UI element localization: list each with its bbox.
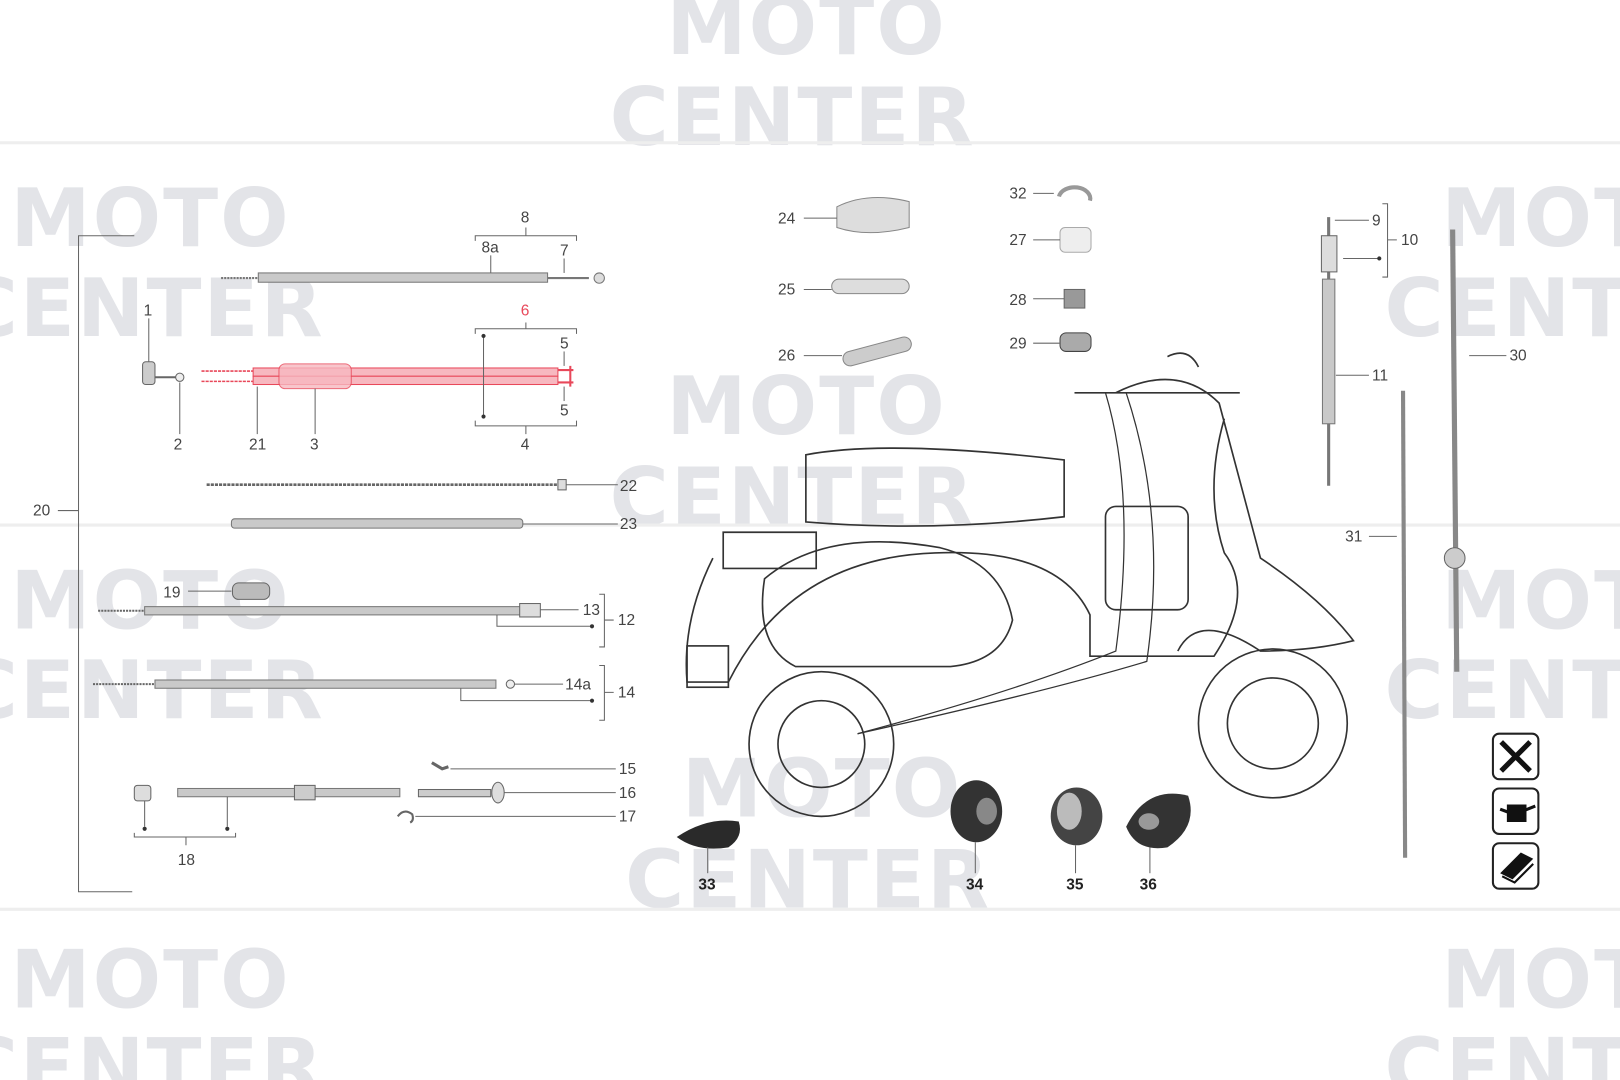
watermark-center: CENTER <box>0 1021 325 1080</box>
part-17-clip[interactable]: 17 <box>396 809 636 826</box>
part-label-34[interactable]: 34 <box>966 877 984 894</box>
part-label-25[interactable]: 25 <box>778 282 795 299</box>
manual-book-icon <box>1500 852 1534 884</box>
part-label-22[interactable]: 22 <box>620 478 637 495</box>
part-label-15[interactable]: 15 <box>619 761 636 778</box>
oil-can-icon <box>1499 804 1536 823</box>
watermark-center: CENTER <box>610 71 976 165</box>
part-10-speedometer-drive[interactable]: 9 10 11 <box>1320 203 1418 486</box>
part-label-13[interactable]: 13 <box>583 602 600 619</box>
watermark-moto: MOTO <box>10 172 290 266</box>
part-label-19[interactable]: 19 <box>163 584 180 601</box>
part-label-30[interactable]: 30 <box>1509 348 1526 365</box>
part-label-11[interactable]: 11 <box>1372 367 1388 384</box>
tools-button[interactable] <box>1491 732 1540 781</box>
part-label-23[interactable]: 23 <box>620 516 637 533</box>
watermark-center: CENTER <box>1384 262 1620 356</box>
part-24[interactable]: 24 <box>778 197 910 234</box>
part-12-cable[interactable]: 19 13 12 <box>98 582 635 648</box>
watermark-center: CENTER <box>0 644 325 738</box>
part-label-14a[interactable]: 14a <box>565 676 591 693</box>
part-26[interactable]: 26 <box>778 335 913 367</box>
part-32-circlip[interactable]: 32 <box>1009 185 1093 203</box>
watermark-moto: MOTO <box>666 0 946 74</box>
part-label-29[interactable]: 29 <box>1009 335 1026 352</box>
part-label-12[interactable]: 12 <box>618 612 635 629</box>
group-bracket-20: 20 <box>33 235 135 893</box>
part-15-clip[interactable]: 15 <box>431 761 636 778</box>
part-label-3[interactable]: 3 <box>310 437 319 454</box>
part-label-20[interactable]: 20 <box>33 503 50 520</box>
part-36-grommet[interactable]: 36 <box>1126 793 1191 894</box>
part-label-17[interactable]: 17 <box>619 809 636 826</box>
part-31-cable[interactable]: 31 <box>1345 390 1408 858</box>
part-label-36[interactable]: 36 <box>1140 877 1158 894</box>
oil-button[interactable] <box>1491 787 1540 835</box>
part-label-9[interactable]: 9 <box>1372 212 1381 229</box>
part-label-27[interactable]: 27 <box>1009 232 1026 249</box>
part-23-sheath[interactable]: 23 <box>230 516 637 533</box>
tools-icon <box>1499 740 1532 773</box>
part-25[interactable]: 25 <box>778 278 910 299</box>
part-label-7[interactable]: 7 <box>560 242 569 259</box>
part-label-33[interactable]: 33 <box>698 877 716 894</box>
part-label-1[interactable]: 1 <box>144 302 153 319</box>
part-1-adjuster[interactable]: 1 2 <box>142 302 185 454</box>
part-22-inner-wire[interactable]: 22 <box>206 478 637 495</box>
part-label-8a[interactable]: 8a <box>481 239 499 256</box>
part-label-26[interactable]: 26 <box>778 348 795 365</box>
watermark-center: CENTER <box>1384 1021 1620 1080</box>
watermark-moto: MOTO <box>1441 934 1620 1028</box>
watermark-moto: MOTO <box>1441 172 1620 266</box>
part-label-14[interactable]: 14 <box>618 685 636 702</box>
part-label-5-top[interactable]: 5 <box>560 335 569 352</box>
watermark-moto: MOTO <box>1441 554 1620 648</box>
part-27[interactable]: 27 <box>1009 226 1092 253</box>
part-label-18[interactable]: 18 <box>178 852 195 869</box>
manual-button[interactable] <box>1491 842 1540 890</box>
scooter-illustration <box>685 352 1355 818</box>
part-label-6[interactable]: 6 <box>521 302 530 319</box>
part-18-choke-cable[interactable]: 18 <box>133 784 401 869</box>
part-label-32[interactable]: 32 <box>1009 186 1026 203</box>
part-label-35[interactable]: 35 <box>1066 877 1084 894</box>
watermark-moto: MOTO <box>10 554 290 648</box>
part-label-5-bottom[interactable]: 5 <box>560 403 569 420</box>
part-33-grip[interactable]: 33 <box>676 820 741 894</box>
part-29[interactable]: 29 <box>1009 332 1092 352</box>
watermark-moto: MOTO <box>666 360 946 454</box>
part-label-8[interactable]: 8 <box>521 209 530 226</box>
part-34-grommet[interactable]: 34 <box>950 780 1003 894</box>
part-label-31[interactable]: 31 <box>1345 529 1362 546</box>
part-label-16[interactable]: 16 <box>619 785 636 802</box>
part-14-cable[interactable]: 14a 14 <box>92 665 636 721</box>
part-6-cable-highlighted[interactable]: 6 5 5 21 3 4 <box>201 302 578 454</box>
part-label-4[interactable]: 4 <box>521 437 530 454</box>
watermark-center: CENTER <box>625 833 991 927</box>
part-28[interactable]: 28 <box>1009 288 1086 309</box>
watermark-moto: MOTO <box>10 934 290 1028</box>
part-30-cable[interactable]: 30 <box>1443 229 1527 672</box>
part-label-2[interactable]: 2 <box>174 437 183 454</box>
part-8-cable[interactable]: 8 8a 7 <box>221 209 605 284</box>
part-label-10[interactable]: 10 <box>1401 232 1418 249</box>
part-label-21[interactable]: 21 <box>249 437 266 454</box>
watermark-center: CENTER <box>1384 644 1620 738</box>
part-label-28[interactable]: 28 <box>1009 292 1026 309</box>
watermark-center: CENTER <box>610 451 976 545</box>
part-16-choke-knob[interactable]: 16 <box>417 781 636 804</box>
part-35-cap[interactable]: 35 <box>1050 787 1103 894</box>
part-label-24[interactable]: 24 <box>778 210 796 227</box>
